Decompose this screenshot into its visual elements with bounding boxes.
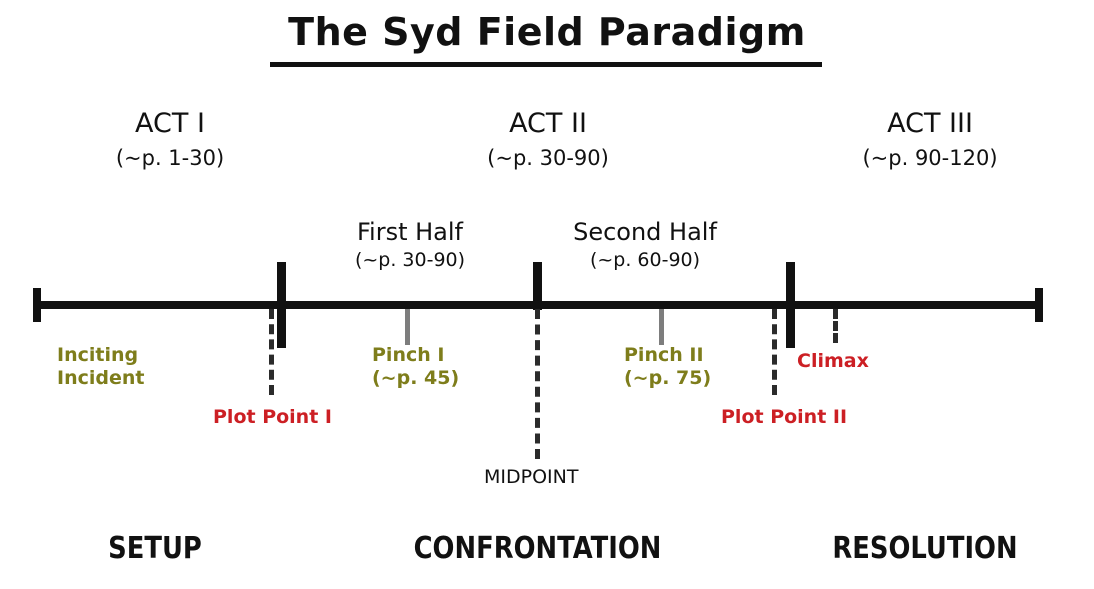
half-label-second: Second Half (~p. 60-90) [530, 218, 760, 272]
tick-pinch-1 [405, 309, 410, 345]
pinch-2-pages: (~p. 75) [624, 366, 712, 389]
tick-pinch-2 [659, 309, 664, 345]
act-2-name: ACT II [509, 108, 587, 139]
act-3-name: ACT III [887, 108, 973, 139]
plot-point-2-name: Plot Point II [721, 406, 848, 428]
tick-plot-point-1 [277, 262, 286, 348]
act-3-pages: (~p. 90-120) [862, 145, 998, 170]
tick-plot-point-2 [786, 262, 795, 348]
pinch-1-pages: (~p. 45) [372, 366, 460, 389]
tick-midpoint [533, 262, 542, 310]
first-half-name: First Half [356, 218, 463, 246]
beat-label-inciting-incident: Inciting Incident [57, 344, 144, 390]
leader-plot-point-1 [269, 309, 274, 395]
second-half-pages: (~p. 60-90) [589, 249, 701, 272]
first-half-pages: (~p. 30-90) [354, 249, 466, 272]
second-half-name: Second Half [573, 218, 717, 246]
beat-label-climax: Climax [797, 350, 869, 373]
beat-label-pinch-1: Pinch I (~p. 45) [372, 344, 459, 390]
act-label-1: ACT I (~p. 1-30) [55, 108, 285, 171]
page-title: The Syd Field Paradigm [288, 10, 806, 54]
act-label-3: ACT III (~p. 90-120) [815, 108, 1045, 171]
leader-climax [833, 309, 838, 343]
climax-name: Climax [797, 350, 869, 372]
act-label-2: ACT II (~p. 30-90) [433, 108, 663, 171]
phase-label-setup: SETUP [108, 531, 202, 566]
leader-midpoint [535, 309, 540, 459]
beat-label-midpoint: MIDPOINT [484, 466, 578, 489]
inciting-incident-line2: Incident [57, 366, 145, 389]
beat-label-plot-point-2: Plot Point II [721, 406, 847, 429]
beat-label-pinch-2: Pinch II (~p. 75) [624, 344, 711, 390]
leader-plot-point-2 [772, 309, 777, 395]
timeline-start-cap [33, 288, 41, 322]
phase-label-resolution: RESOLUTION [832, 531, 1018, 566]
act-1-pages: (~p. 1-30) [115, 145, 225, 170]
plot-point-1-name: Plot Point I [213, 406, 332, 428]
act-2-pages: (~p. 30-90) [487, 145, 609, 170]
half-label-first: First Half (~p. 30-90) [300, 218, 520, 272]
beat-label-plot-point-1: Plot Point I [213, 406, 332, 429]
act-1-name: ACT I [135, 108, 205, 139]
title-underline [270, 62, 822, 67]
phase-label-confrontation: CONFRONTATION [413, 531, 662, 566]
pinch-2-name: Pinch II [624, 344, 704, 366]
midpoint-name: MIDPOINT [484, 466, 579, 488]
pinch-1-name: Pinch I [372, 344, 445, 366]
timeline-end-cap [1035, 288, 1043, 322]
inciting-incident-line1: Inciting [57, 344, 139, 366]
